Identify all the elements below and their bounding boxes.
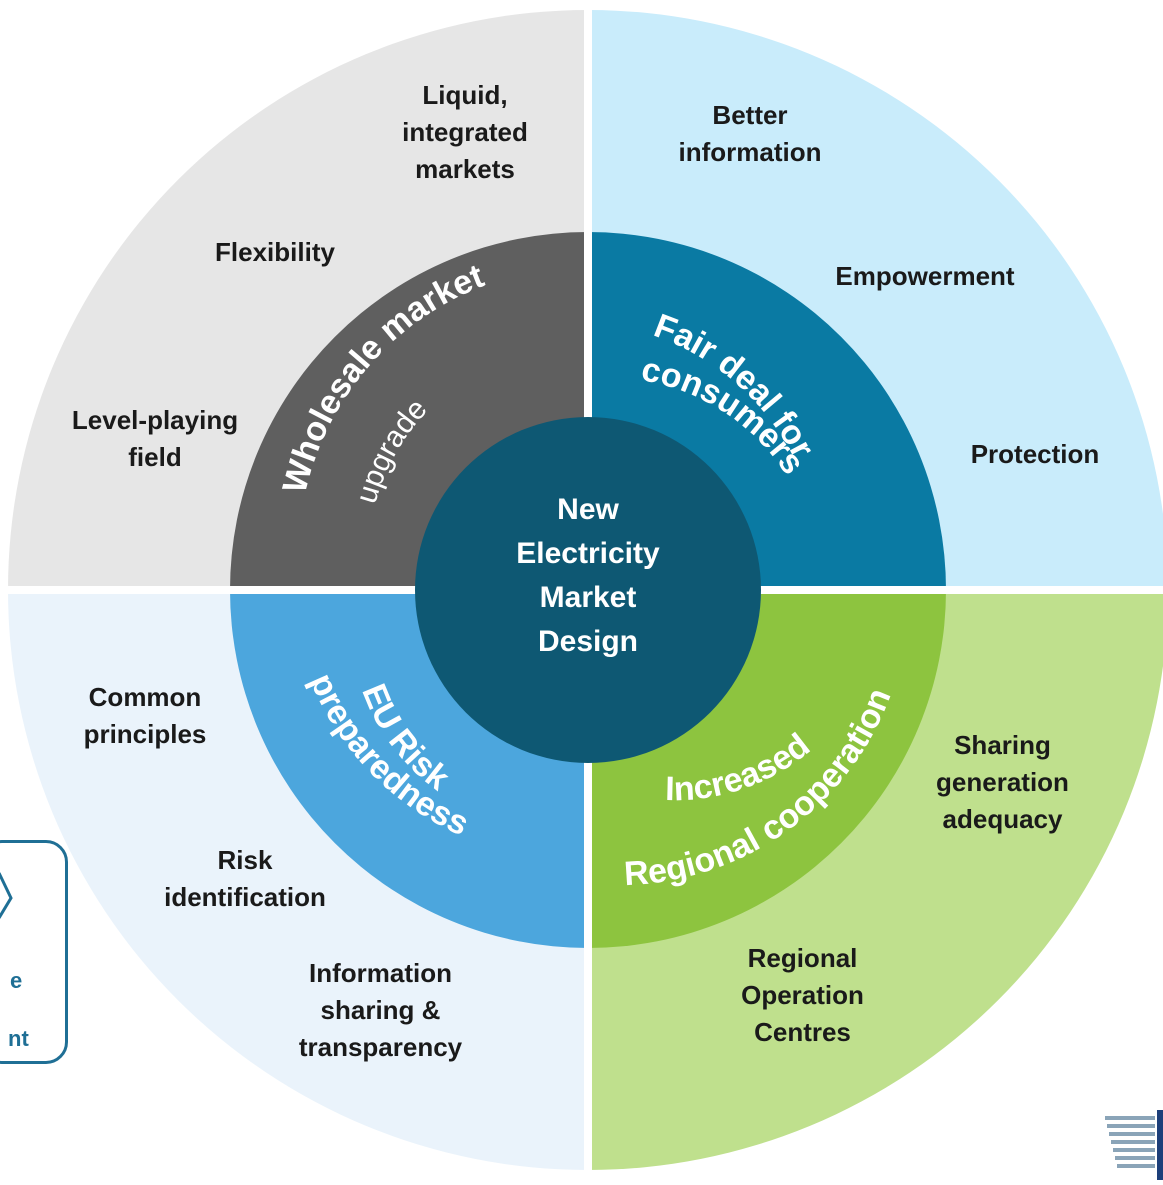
center-title: New Electricity Market Design — [516, 493, 660, 658]
label-common-principles: Common principles — [83, 682, 207, 749]
label-flexibility: Flexibility — [215, 237, 335, 267]
label-protection: Protection — [970, 439, 1100, 469]
label-regional-operation-centres: Regional Operation Centres — [741, 943, 864, 1047]
label-better-information: Better information — [678, 100, 822, 167]
label-empowerment: Empowerment — [835, 261, 1015, 291]
label-liquid-integrated-markets: Liquid, integrated markets — [402, 80, 528, 184]
side-info-box — [0, 840, 68, 1064]
label-information-sharing-transparency: Information sharing & transparency — [298, 958, 463, 1062]
center-circle — [415, 417, 761, 763]
label-sharing-generation-adequacy: Sharing generation adequacy — [936, 730, 1069, 834]
commission-logo-icon — [1105, 1110, 1163, 1180]
label-risk-identification: Risk identification — [164, 845, 326, 912]
side-box-text-2: nt — [8, 1026, 29, 1051]
side-box-text-1: e — [10, 968, 23, 993]
side-logo-icon — [0, 863, 15, 923]
label-level-playing-field: Level-playing field — [71, 405, 239, 472]
